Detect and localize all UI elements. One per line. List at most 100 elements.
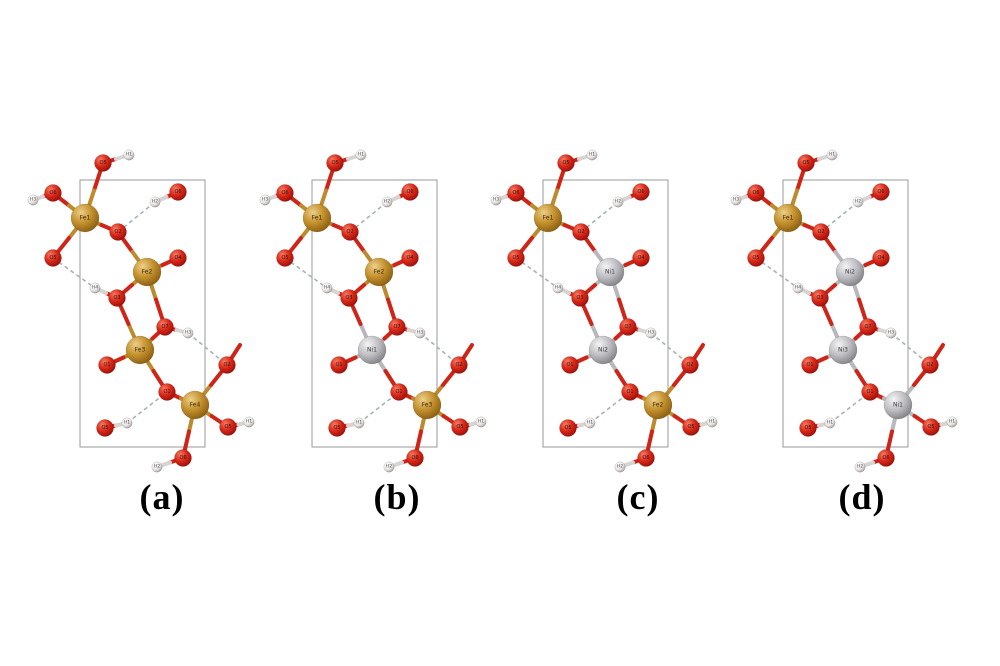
fe-atom	[125, 335, 155, 365]
o-atom	[801, 356, 819, 374]
o-atom	[859, 318, 877, 336]
atom-label: Fe4	[190, 402, 201, 409]
o-atom	[637, 449, 655, 467]
o-atom	[94, 154, 112, 172]
h-atom	[151, 461, 163, 473]
h-atom	[552, 282, 564, 294]
o-atom	[156, 318, 174, 336]
hydrogen-bond	[419, 332, 460, 366]
ni-atom	[595, 257, 625, 287]
o-atom	[682, 418, 700, 436]
panel-c: O5H1O6H3O2O6H2O5O3H4O4O7H3O1O1O2O5H1O6H2…	[490, 149, 718, 473]
hydrogen-bond	[358, 391, 400, 424]
hydrogen-bond	[515, 257, 559, 289]
atom-label: Ni3	[838, 347, 848, 354]
h-atom	[89, 282, 101, 294]
o-atom	[219, 418, 237, 436]
o-atom	[619, 318, 637, 336]
atom-label: H3	[648, 330, 654, 336]
h-atom	[149, 196, 161, 208]
atom-label: O5	[331, 160, 338, 166]
atom-label: H2	[855, 199, 861, 205]
atom-label: O6	[406, 189, 413, 195]
h-atom	[355, 149, 367, 161]
fe-atom	[132, 257, 162, 287]
atom-label: O3	[816, 295, 823, 301]
atom-label: O1	[103, 362, 110, 368]
atom-label: O6	[179, 455, 186, 461]
panel-d: O5H1O6H3O2O6H2O5O3H4O4O7H3O1O1O2O5H1O6H2…	[730, 149, 958, 473]
h-atom	[353, 417, 365, 429]
atom-label: O5	[562, 160, 569, 166]
atom-label: H1	[356, 420, 362, 426]
atom-label: O4	[637, 255, 644, 261]
atom-label: O4	[174, 255, 181, 261]
atom-label: O5	[281, 255, 288, 261]
panel-a: O5H1O6H3O2O6H2O5O3H4O4O7H3O1O1O2O5H1O6H2…	[27, 149, 255, 473]
o-atom	[44, 249, 62, 267]
atom-label: H4	[795, 285, 801, 291]
atom-label: O6	[882, 455, 889, 461]
atom-label: O6	[642, 455, 649, 461]
ni-atom	[588, 335, 618, 365]
o-atom	[406, 449, 424, 467]
h-atom	[885, 327, 897, 339]
o-atom	[811, 289, 829, 307]
o-atom	[747, 184, 765, 202]
atom-label: Fe1	[543, 215, 554, 222]
atom-label: H1	[358, 152, 364, 158]
fe-atom	[643, 390, 673, 420]
o-atom	[922, 418, 940, 436]
atom-label: H2	[615, 199, 621, 205]
atom-label: H4	[555, 285, 561, 291]
o-atom	[450, 356, 468, 374]
o-atom	[169, 249, 187, 267]
atom-label: O2	[926, 362, 933, 368]
atom-label: H3	[30, 197, 36, 203]
h-atom	[730, 194, 742, 206]
hydrogen-bond	[284, 257, 328, 289]
unit-cell-outline	[782, 179, 909, 448]
o-atom	[390, 383, 408, 401]
atom-label: H3	[733, 197, 739, 203]
atom-label: H2	[152, 199, 158, 205]
o-atom	[98, 356, 116, 374]
o-atom	[326, 154, 344, 172]
atom-label: O2	[686, 362, 693, 368]
o-atom	[571, 289, 589, 307]
o-atom	[276, 249, 294, 267]
o-atom	[169, 183, 187, 201]
atom-label: O7	[161, 324, 168, 330]
h-atom	[706, 416, 718, 428]
atom-label: O6	[512, 190, 519, 196]
atom-label: O5	[564, 425, 571, 431]
o-atom	[276, 184, 294, 202]
atom-label: Ni1	[605, 269, 615, 276]
atom-label: O5	[456, 424, 463, 430]
o-atom	[96, 419, 114, 437]
o-atom	[174, 449, 192, 467]
atom-label: O5	[804, 425, 811, 431]
h-atom	[852, 196, 864, 208]
atom-label: Fe3	[135, 347, 146, 354]
hydrogen-bond	[755, 257, 799, 289]
fe-atom	[412, 390, 442, 420]
o-atom	[747, 249, 765, 267]
h-atom	[824, 417, 836, 429]
o-atom	[561, 356, 579, 374]
atom-label: H1	[478, 419, 484, 425]
hydrogen-bond	[650, 332, 691, 366]
o-atom	[340, 289, 358, 307]
hydrogen-bond	[589, 391, 631, 424]
atom-label: H2	[386, 464, 392, 470]
atom-label: H3	[493, 197, 499, 203]
atom-label: O1	[163, 389, 170, 395]
h-atom	[614, 461, 626, 473]
h-atom	[259, 194, 271, 206]
atom-label: Fe2	[374, 269, 385, 276]
hydrogen-bond	[829, 391, 871, 424]
atom-label: Ni2	[598, 347, 608, 354]
atom-label: O2	[577, 229, 584, 235]
atom-label: H4	[92, 285, 98, 291]
h-atom	[490, 194, 502, 206]
